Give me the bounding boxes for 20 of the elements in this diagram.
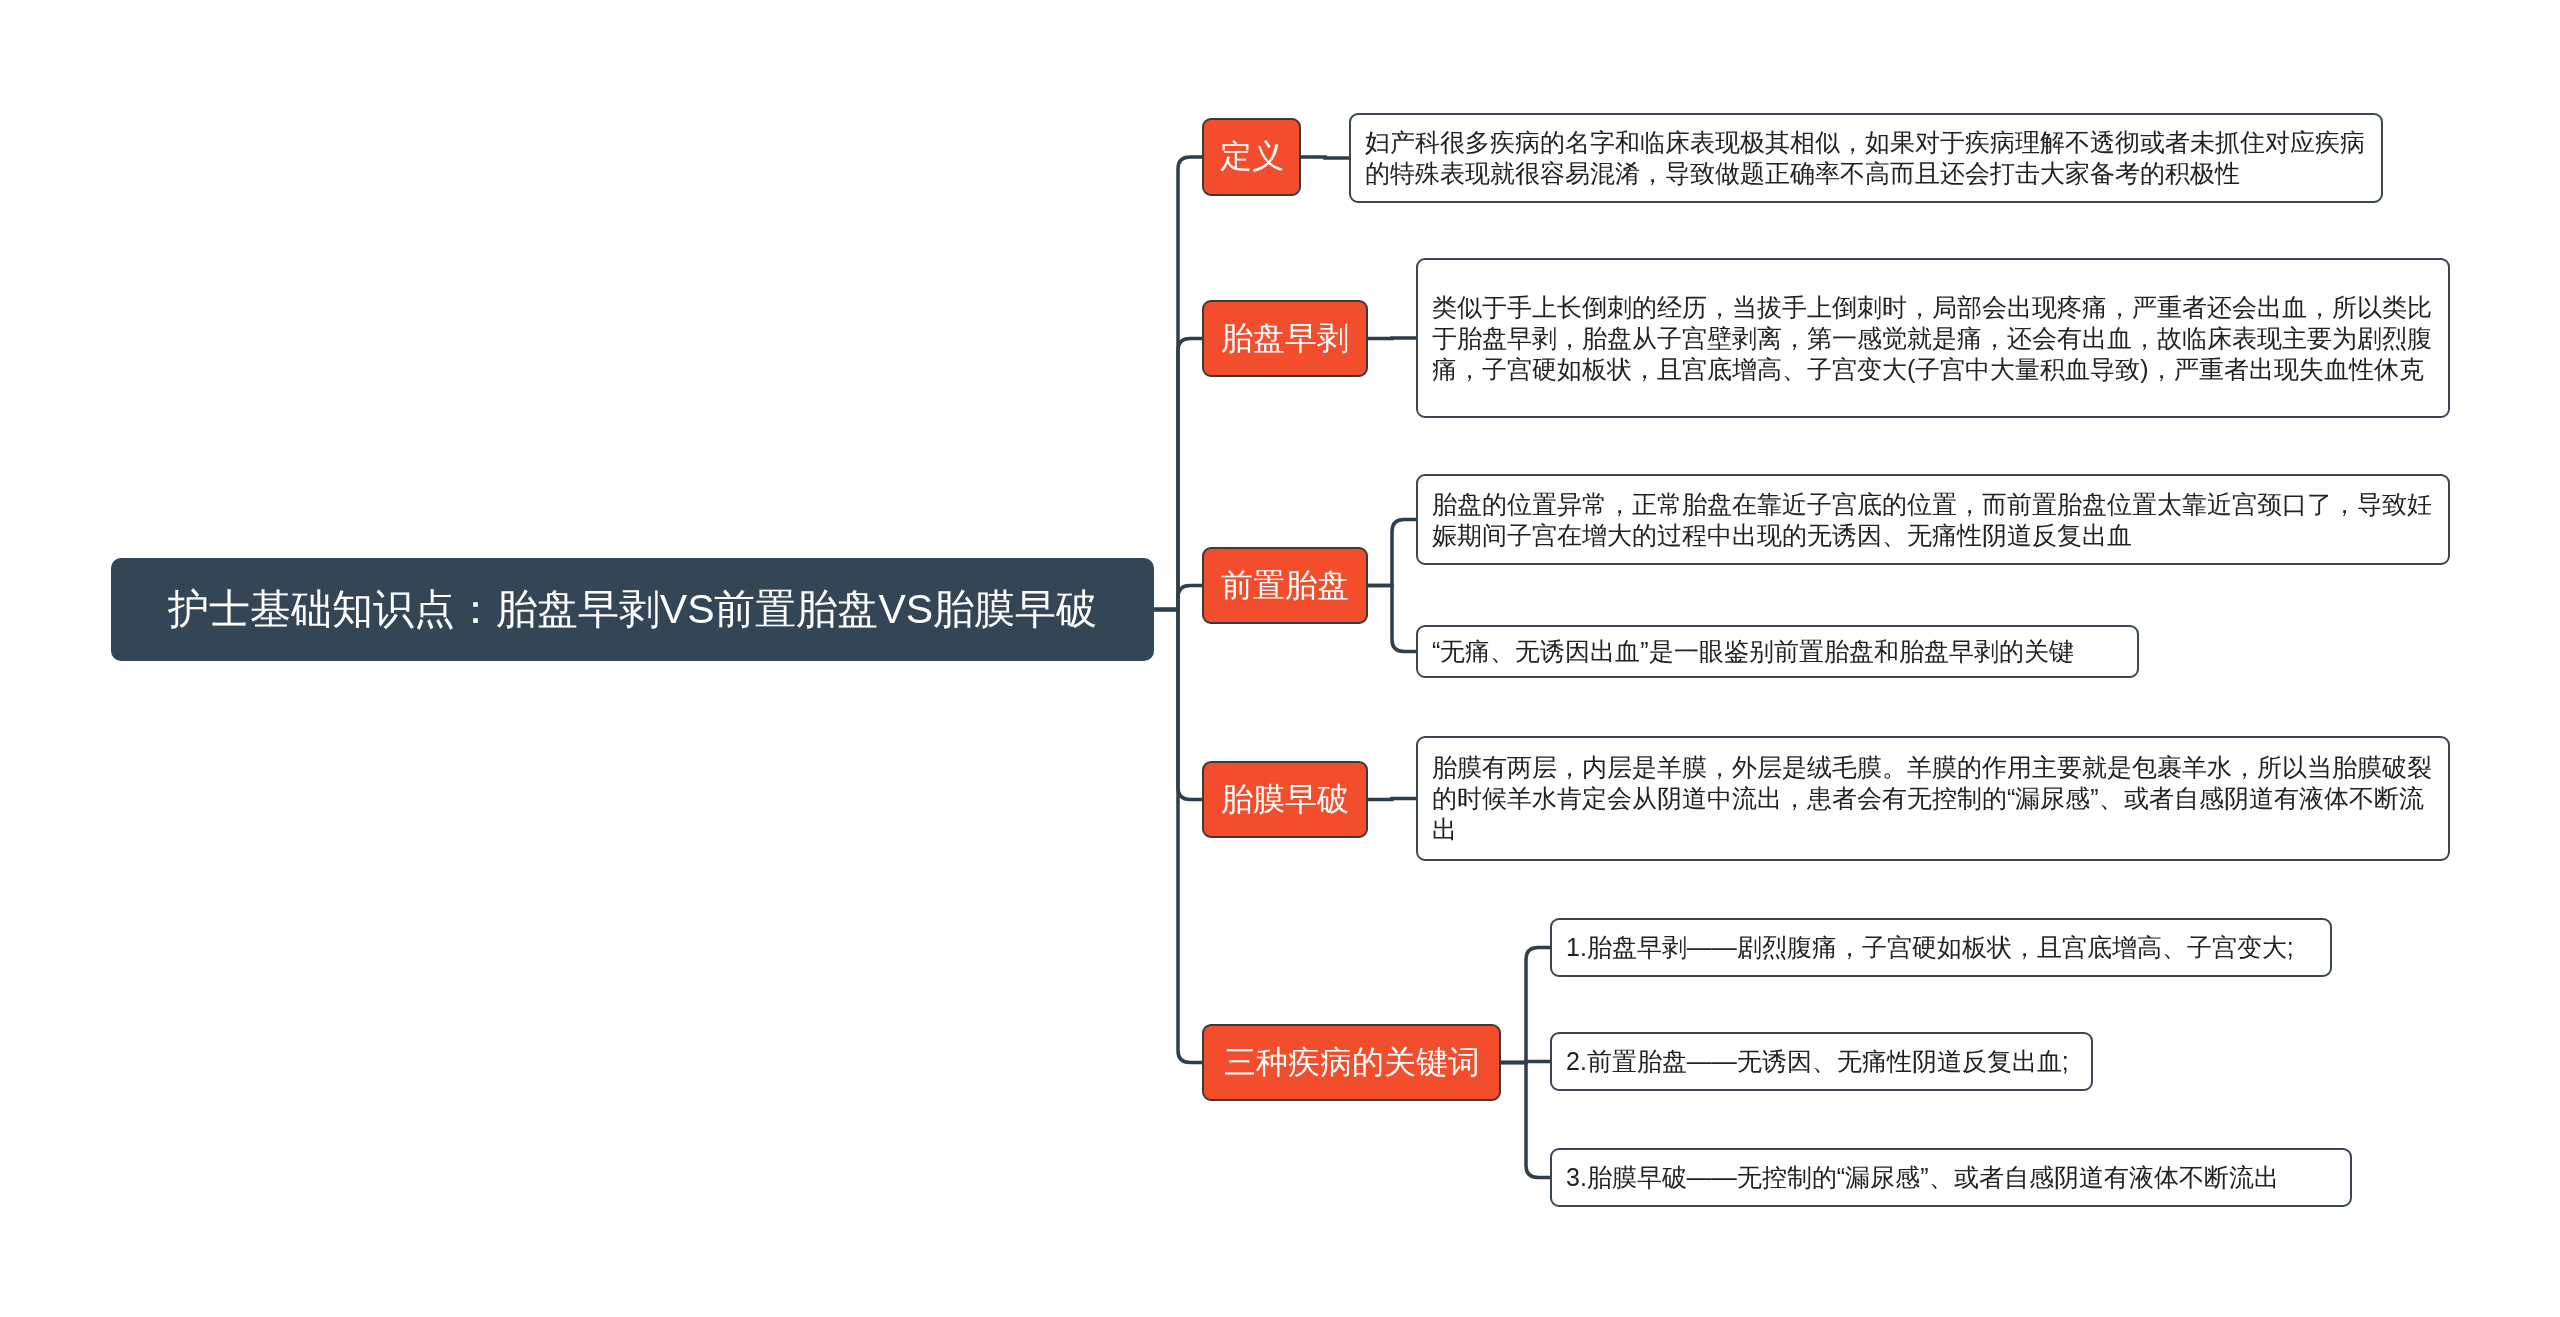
text-box: 类似于手上长倒刺的经历，当拔手上倒刺时，局部会出现疼痛，严重者还会出血，所以类比于胎盘早剥，胎盘从子宫壁剥离，第一感觉就是痛，还会有出血，故临床表现主要为剧烈腹痛，子宫硬如板状，且宫底增高、子宫变大(子宫中大量积血导致)，严重者出现失血性休克 [1416,258,2450,418]
topic-box: 定义 [1202,118,1301,196]
text-box: 2.前置胎盘——无诱因、无痛性阴道反复出血; [1550,1032,2093,1091]
connector-line [1368,796,1416,802]
topic-box: 前置胎盘 [1202,547,1368,624]
text-box: 妇产科很多疾病的名字和临床表现极其相似，如果对于疾病理解不透彻或者未抓住对应疾病的特殊表现就很容易混淆，导致做题正确率不高而且还会打击大家备考的积极性 [1349,113,2383,203]
connector-line [1368,583,1416,654]
connector-line [1154,607,1202,1065]
connector-line [1301,155,1349,160]
title-box: 护士基础知识点：胎盘早剥VS前置胎盘VS胎膜早破 [111,558,1154,661]
topic-box: 胎盘早剥 [1202,300,1368,377]
connector-line [1368,336,1416,341]
text-box: 1.胎盘早剥——剧烈腹痛，子宫硬如板状，且宫底增高、子宫变大; [1550,918,2332,977]
topic-box: 三种疾病的关键词 [1202,1024,1501,1101]
connector-line [1501,1060,1550,1180]
text-box: 胎盘的位置异常，正常胎盘在靠近子宫底的位置，而前置胎盘位置太靠近宫颈口了，导致妊娠期间子宫在增大的过程中出现的无诱因、无痛性阴道反复出血 [1416,474,2450,565]
text-box: “无痛、无诱因出血”是一眼鉴别前置胎盘和胎盘早剥的关键 [1416,625,2139,678]
text-box: 胎膜有两层，内层是羊膜，外层是绒毛膜。羊膜的作用主要就是包裹羊水，所以当胎膜破裂的时候羊水肯定会从阴道中流出，患者会有无控制的“漏尿感”、或者自感阴道有液体不断流出 [1416,736,2450,861]
text-box: 3.胎膜早破——无控制的“漏尿感”、或者自感阴道有液体不断流出 [1550,1148,2352,1207]
topic-box: 胎膜早破 [1202,761,1368,838]
